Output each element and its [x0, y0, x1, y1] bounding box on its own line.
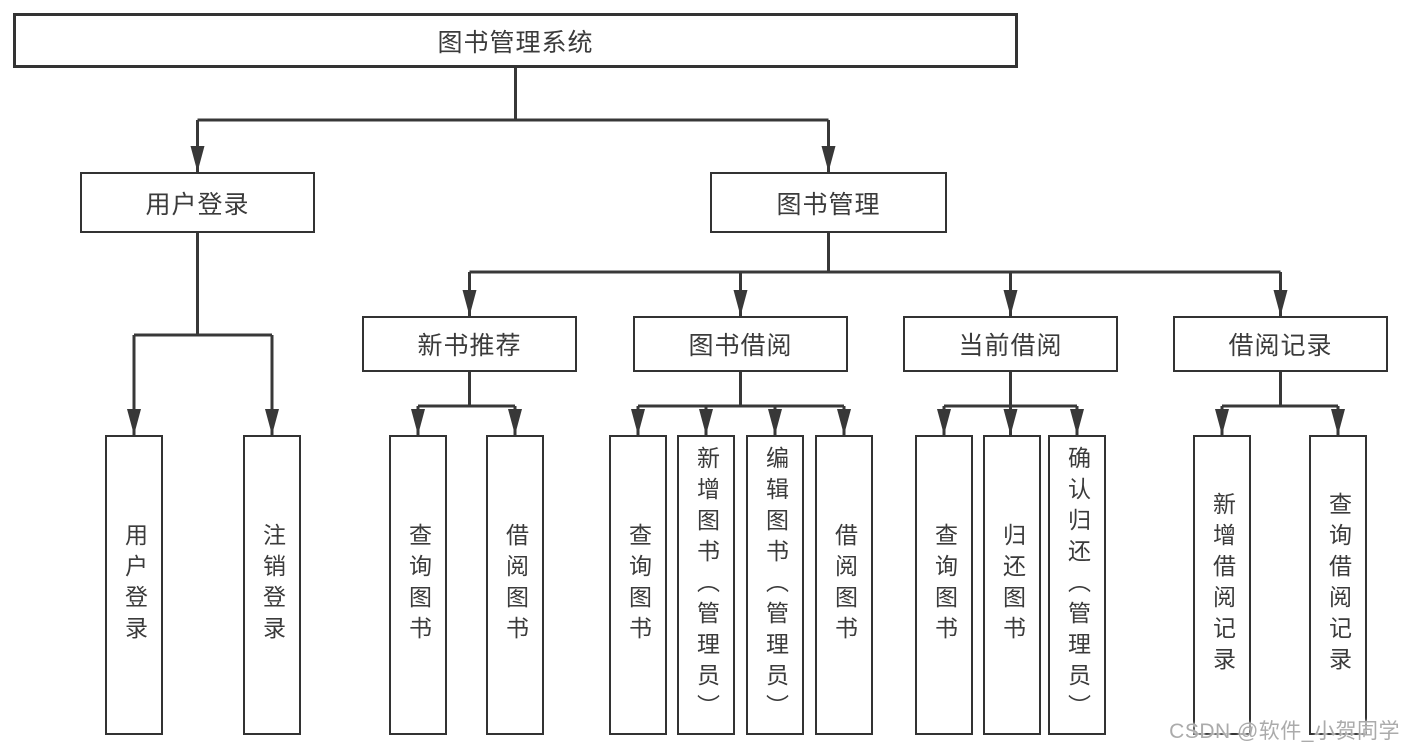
leaf-label: 借阅图书: [502, 523, 529, 647]
leaf-return-books: 归还图书: [983, 435, 1041, 735]
leaf-label: 编辑图书（管理员）: [762, 445, 789, 725]
leaf-borrow-books-borrowing: 借阅图书: [815, 435, 873, 735]
leaf-query-books-borrowing: 查询图书: [609, 435, 667, 735]
node-label: 图书管理: [776, 190, 881, 219]
leaf-label: 查询借阅记录: [1325, 492, 1352, 678]
leaf-query-books-current: 查询图书: [915, 435, 973, 735]
node-user-login: 用户登录: [80, 172, 315, 233]
arrowheads: [127, 146, 1345, 435]
node-label: 新书推荐: [417, 332, 522, 360]
node-book-management: 图书管理: [710, 172, 947, 233]
leaf-add-books-admin: 新增图书（管理员）: [677, 435, 735, 735]
leaf-query-borrow-record: 查询借阅记录: [1309, 435, 1367, 735]
leaf-label: 查询图书: [625, 523, 652, 647]
node-borrow-records: 借阅记录: [1173, 316, 1388, 372]
node-root: 图书管理系统: [13, 13, 1018, 68]
leaf-edit-books-admin: 编辑图书（管理员）: [746, 435, 804, 735]
leaf-label: 新增图书（管理员）: [693, 445, 720, 725]
leaf-label: 查询图书: [931, 523, 958, 647]
node-root-label: 图书管理系统: [437, 28, 594, 57]
leaf-label: 用户登录: [121, 523, 148, 647]
leaf-label: 查询图书: [405, 523, 432, 647]
leaf-label: 新增借阅记录: [1209, 492, 1236, 678]
watermark: CSDN @软件_小贺同学: [1169, 720, 1400, 743]
leaf-logout: 注销登录: [243, 435, 301, 735]
leaf-label: 借阅图书: [831, 523, 858, 647]
node-book-borrowing: 图书借阅: [633, 316, 848, 372]
node-label: 图书借阅: [688, 332, 793, 360]
leaf-query-books-recommend: 查询图书: [389, 435, 447, 735]
node-label: 借阅记录: [1228, 332, 1333, 360]
leaf-label: 注销登录: [259, 523, 286, 647]
leaf-confirm-return-admin: 确认归还（管理员）: [1048, 435, 1106, 735]
leaf-label: 归还图书: [999, 523, 1026, 647]
leaf-user-login: 用户登录: [105, 435, 163, 735]
node-label: 当前借阅: [958, 332, 1063, 360]
node-new-book-recommend: 新书推荐: [362, 316, 577, 372]
leaf-label: 确认归还（管理员）: [1064, 445, 1091, 725]
leaf-borrow-books-recommend: 借阅图书: [486, 435, 544, 735]
leaf-add-borrow-record: 新增借阅记录: [1193, 435, 1251, 735]
node-label: 用户登录: [145, 190, 250, 219]
node-current-borrowing: 当前借阅: [903, 316, 1118, 372]
connector-edges: [132, 68, 1340, 435]
